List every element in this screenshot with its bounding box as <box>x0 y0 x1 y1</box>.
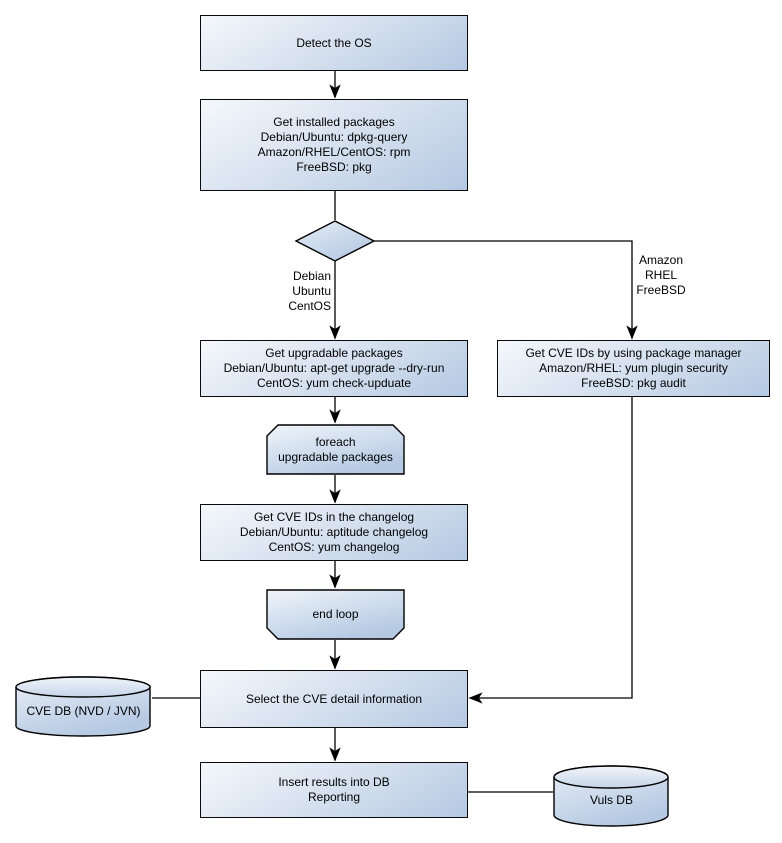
branch-label-debian-ubuntu-centos: Debian Ubuntu CentOS <box>231 269 331 314</box>
node-text: Debian/Ubuntu: dpkg-query <box>260 130 408 144</box>
node-text: Get upgradable packages <box>265 346 403 360</box>
decision-diamond <box>294 220 376 262</box>
node-text: Get CVE IDs by using package manager <box>525 346 742 360</box>
loop-start-shape <box>266 424 405 475</box>
node-text: CentOS: yum check-upduate <box>256 376 412 390</box>
node-vuls-db: Vuls DB <box>553 765 670 827</box>
branch-label-line: Debian <box>292 269 331 283</box>
node-text: Get CVE IDs in the changelog <box>253 510 415 524</box>
node-get-upgradable-packages: Get upgradable packages Debian/Ubuntu: a… <box>200 340 468 397</box>
node-text: Vuls DB <box>590 793 633 807</box>
loop-end-shape <box>266 589 405 640</box>
node-text: Amazon/RHEL: yum plugin security <box>539 361 728 375</box>
node-text: CVE DB (NVD / JVN) <box>26 703 141 718</box>
node-select-cve-detail: Select the CVE detail information <box>200 670 468 728</box>
branch-label-line: Amazon <box>638 253 684 267</box>
node-text: Get installed packages <box>273 115 395 129</box>
database-cylinder-icon <box>553 765 669 827</box>
branch-label-line: RHEL <box>644 268 677 282</box>
node-text: foreach <box>315 434 356 449</box>
branch-label-line: CentOS <box>288 299 331 313</box>
branch-label-line: Ubuntu <box>292 284 331 298</box>
node-get-cve-ids-package-manager: Get CVE IDs by using package manager Ama… <box>497 340 770 397</box>
node-insert-results: Insert results into DB Reporting <box>200 762 468 818</box>
node-text: Insert results into DB <box>278 775 390 789</box>
node-text: CentOS: yum changelog <box>268 540 400 554</box>
node-get-installed-packages: Get installed packages Debian/Ubuntu: dp… <box>200 99 468 191</box>
node-text: Amazon/RHEL/CentOS: rpm <box>257 145 411 159</box>
database-cylinder-icon <box>15 676 151 737</box>
branch-label-line: FreeBSD <box>636 283 686 297</box>
connector-pkgmgr-to-select <box>468 397 633 704</box>
node-text: Debian/Ubuntu: aptitude changelog <box>239 525 429 539</box>
node-text: Reporting <box>307 790 361 804</box>
node-text: FreeBSD: pkg <box>296 160 372 174</box>
connector-decision-to-pkgmgr <box>374 240 638 340</box>
branch-label-amazon-rhel-freebsd: Amazon RHEL FreeBSD <box>611 253 711 298</box>
node-text: end loop <box>312 607 359 621</box>
node-text: Detect the OS <box>296 35 372 50</box>
node-end-loop: end loop <box>266 589 405 640</box>
node-get-cve-ids-changelog: Get CVE IDs in the changelog Debian/Ubun… <box>200 504 468 561</box>
node-text: Debian/Ubuntu: apt-get upgrade --dry-run <box>223 361 445 375</box>
node-cve-db: CVE DB (NVD / JVN) <box>15 676 152 737</box>
node-foreach-loop-start: foreach upgradable packages <box>266 424 405 475</box>
node-text: FreeBSD: pkg audit <box>581 376 686 390</box>
node-detect-os: Detect the OS <box>200 15 468 71</box>
node-text: Select the CVE detail information <box>245 691 423 706</box>
node-text: upgradable packages <box>278 449 393 464</box>
